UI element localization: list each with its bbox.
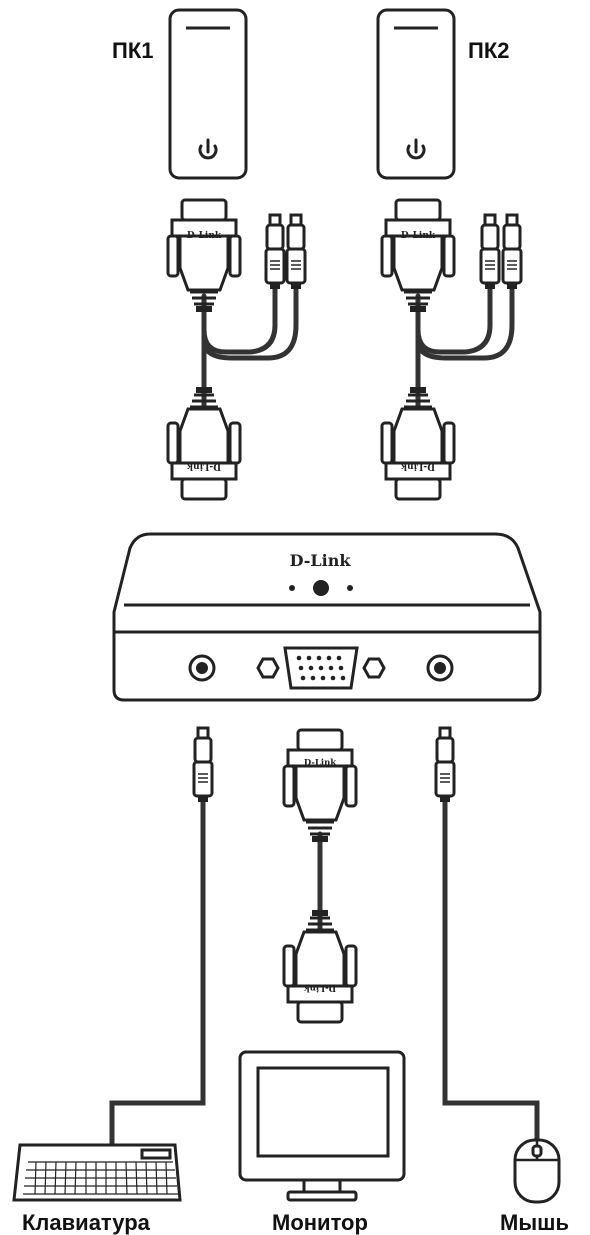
keyboard-device [12, 1143, 182, 1202]
monitor-vga-connector-bottom: D-Link [282, 908, 358, 1024]
mouse-device [513, 1138, 561, 1204]
pc2-connector-logo-flipped: D-Link [400, 461, 435, 471]
ps2-port-keyboard [188, 654, 216, 682]
monitor-connector-logo-flipped: D-Link [303, 983, 336, 993]
pc2-vga-connector-bottom: D-Link [380, 385, 456, 501]
switch-logo: D-Link [290, 551, 352, 570]
monitor-vga-cable: D-Link D-Link [282, 728, 358, 1024]
pc2-ps2-plug-keyboard [479, 213, 501, 291]
pc1-vga-connector-bottom: D-Link [166, 385, 242, 501]
pc1-tower [168, 8, 248, 180]
keyboard-label: Клавиатура [22, 1210, 150, 1235]
monitor-label: Монитор [272, 1210, 368, 1235]
pc2-ps2-plug-mouse [501, 213, 523, 291]
vga-port [283, 646, 359, 690]
select-button[interactable] [313, 580, 329, 596]
monitor-connector-logo: D-Link [304, 758, 337, 768]
pc1-connector-logo: D-Link [187, 231, 222, 241]
keyboard-cable [109, 726, 214, 1148]
pc2-kvm-cable: D-Link D-Link [380, 198, 523, 501]
ps2-port-mouse [426, 654, 454, 682]
pc1-ps2-plug-keyboard [264, 213, 286, 291]
monitor-vga-connector-top: D-Link [282, 728, 358, 844]
kvm-switch: D-Link [112, 532, 542, 702]
pc2-label: ПК2 [468, 38, 510, 63]
pc1-label: ПК1 [112, 38, 154, 63]
pc1-connector-logo-flipped: D-Link [186, 461, 221, 471]
mouse-cable [434, 726, 540, 1143]
pc2-connector-logo: D-Link [401, 231, 436, 241]
pc1-kvm-cable: D-Link D-Link [166, 198, 307, 501]
pc2-vga-connector-top: D-Link [380, 198, 456, 314]
pc2-tower [376, 8, 456, 180]
pc1-ps2-plug-mouse [285, 213, 307, 291]
led-pc1 [289, 585, 295, 591]
mouse-label: Мышь [500, 1210, 569, 1235]
vga-screw-left [256, 657, 280, 679]
monitor-device [238, 1050, 406, 1202]
pc1-vga-connector-top: D-Link [166, 198, 242, 314]
vga-screw-right [362, 657, 386, 679]
led-pc2 [347, 585, 353, 591]
